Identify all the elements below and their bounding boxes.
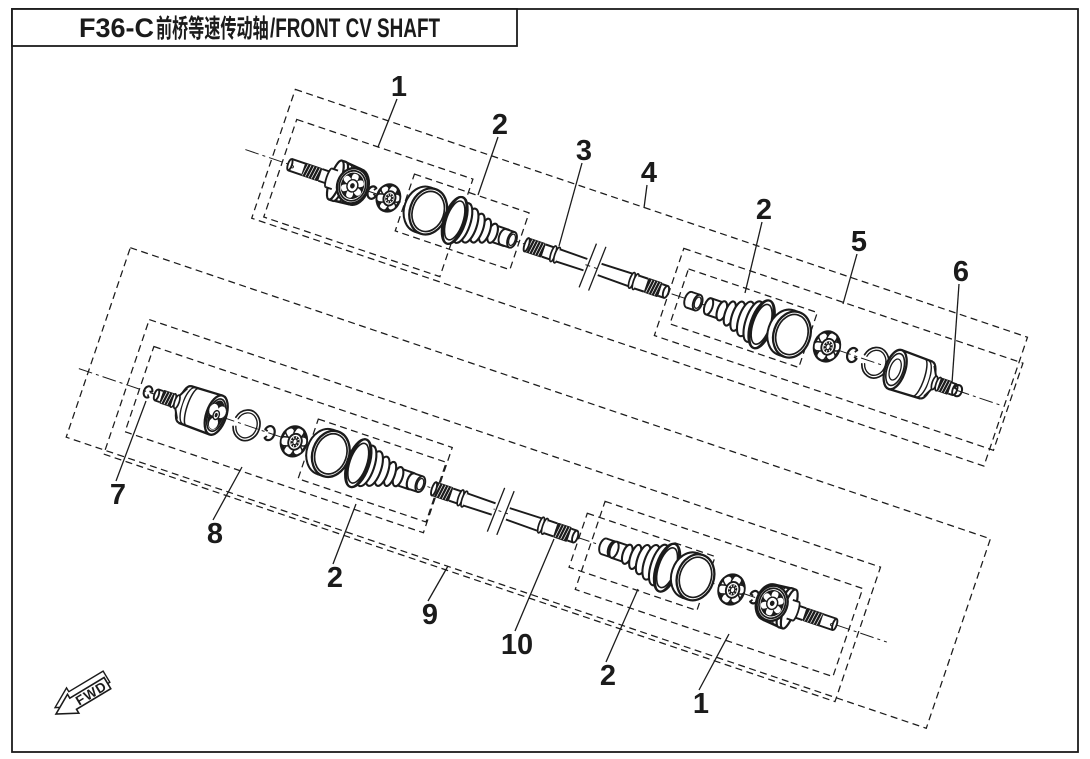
callout-7: 7 [110, 400, 147, 511]
callout-number: 8 [207, 518, 223, 550]
callout-number: 2 [492, 109, 508, 141]
cv-cage [375, 183, 402, 213]
boot-clamp-small [497, 228, 518, 249]
callout-leader [332, 503, 357, 565]
callout-2: 2 [744, 194, 772, 294]
callout-5: 5 [842, 226, 867, 305]
callout-leader [744, 221, 763, 294]
callout-2: 2 [477, 109, 508, 196]
cv-cage [812, 330, 842, 363]
axle-shaft [430, 481, 580, 544]
callout-number: 2 [756, 194, 772, 226]
callout-leader [514, 538, 555, 632]
callout-leader [842, 253, 858, 305]
callout-leader [115, 400, 147, 482]
assembly-top [245, 88, 1029, 467]
boot-clamp-large [766, 308, 812, 359]
axle-shaft [522, 237, 671, 299]
callout-leader [643, 184, 648, 209]
callout-number: 10 [501, 629, 533, 661]
callout-number: 2 [600, 660, 616, 692]
outer-cv-joint [754, 583, 839, 632]
callout-leader [377, 98, 398, 148]
callout-number: 3 [576, 135, 592, 167]
callout-1: 1 [377, 71, 407, 148]
snap-ring [232, 409, 261, 442]
callout-leader [558, 162, 583, 247]
circlip-small [953, 383, 964, 398]
boot-clamp-large [669, 551, 716, 602]
title-code: F36-C [79, 13, 154, 43]
assembly-bottom [65, 246, 992, 730]
boot-clamp-small [405, 472, 427, 494]
circlip [263, 425, 276, 442]
callout-leader [605, 588, 639, 663]
callout-number: 1 [693, 688, 709, 720]
callout-number: 7 [110, 479, 126, 511]
outer-cv-joint [286, 158, 371, 206]
callout-1: 1 [693, 633, 730, 720]
callout-number: 1 [391, 71, 407, 103]
callout-8: 8 [207, 466, 243, 550]
callout-leader [427, 565, 449, 602]
callout-2: 2 [600, 588, 639, 692]
circlip-small [142, 385, 154, 399]
callout-number: 2 [327, 562, 343, 594]
callout-leader [477, 136, 499, 196]
callout-9: 9 [422, 565, 449, 631]
cv-cage [717, 573, 746, 606]
callout-3: 3 [558, 135, 592, 247]
callout-number: 9 [422, 599, 438, 631]
cv-boot [702, 297, 776, 350]
callout-number: 6 [953, 256, 969, 288]
inner-cv-joint [152, 385, 229, 436]
circlip [845, 346, 859, 364]
cv-cage [279, 425, 309, 458]
callout-number: 5 [851, 226, 867, 258]
title-block: F36-C /FRONT CV SHAFT [11, 8, 518, 47]
callout-leader [212, 466, 243, 521]
callout-4: 4 [641, 157, 657, 209]
callout-leader [951, 283, 960, 384]
boot-clamp-small [683, 290, 704, 312]
callout-number: 4 [641, 157, 657, 189]
callout-6: 6 [951, 256, 969, 384]
inner-cv-joint [882, 348, 959, 400]
boot-clamp-large [305, 427, 351, 479]
callout-layer: 1 2 3 4 2 5 6 7 8 2 9 10 2 1 [110, 71, 969, 720]
circlip [366, 185, 378, 200]
callout-leader [698, 633, 730, 691]
callout-10: 10 [501, 538, 555, 661]
title-cjk [156, 15, 268, 40]
drawing-border [11, 8, 1079, 753]
callout-2: 2 [327, 503, 357, 594]
fwd-arrow-front [54, 676, 112, 715]
title-suffix: /FRONT CV SHAFT [270, 13, 440, 43]
cv-boot [344, 438, 417, 491]
